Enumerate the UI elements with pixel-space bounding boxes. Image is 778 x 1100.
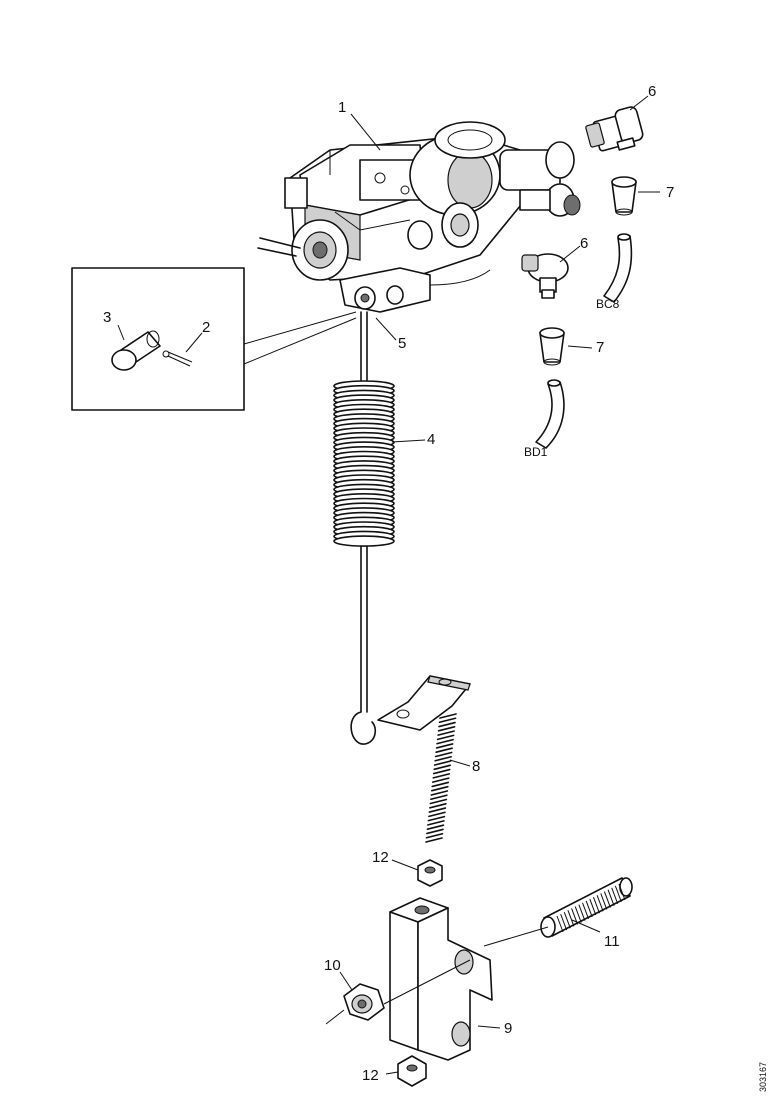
rod-thread — [432, 768, 451, 775]
rod-thread — [435, 743, 454, 749]
hose-label-bd1: BD1 — [524, 445, 548, 459]
callout-10: 10 — [324, 957, 341, 974]
adjuster-bracket — [377, 675, 471, 843]
bolt-thread — [607, 889, 615, 906]
cotter-pin — [162, 350, 193, 367]
rod-thread — [430, 790, 449, 796]
callout-labels: 1 2 3 4 5 6 6 7 7 8 9 10 11 12 12 BC8 BD… — [103, 83, 768, 1092]
rod-thread — [434, 755, 452, 762]
mounting-bracket — [389, 897, 493, 1061]
bolt-thread — [614, 885, 622, 903]
hose-bc8 — [603, 233, 633, 303]
callout-3: 3 — [103, 309, 111, 326]
valve-body-assembly — [257, 121, 581, 313]
elbow-fitting-lower — [521, 253, 569, 299]
callout-4: 4 — [427, 431, 435, 448]
callout-8: 8 — [472, 758, 480, 775]
bolt-thread — [556, 915, 564, 933]
rod-thread — [426, 824, 445, 830]
rod-thread — [438, 717, 457, 724]
callout-6-upper: 6 — [648, 83, 656, 100]
spring-coil — [333, 535, 395, 547]
bolt-thread — [563, 912, 571, 929]
bolt-thread — [603, 891, 611, 908]
callout-12-lower: 12 — [362, 1067, 379, 1084]
rod-thread — [428, 807, 447, 813]
nut-upper — [417, 859, 443, 887]
callout-1: 1 — [338, 99, 346, 116]
rod-thread — [436, 734, 455, 741]
callout-6-lower: 6 — [580, 235, 588, 252]
rod-thread — [425, 837, 443, 843]
bolt-thread — [596, 895, 604, 912]
bolt-thread — [611, 887, 619, 904]
callout-5: 5 — [398, 335, 406, 352]
rod-thread — [434, 751, 453, 758]
rod-thread — [428, 811, 446, 818]
callout-2: 2 — [202, 319, 210, 336]
bolt-thread — [582, 902, 589, 919]
cap-upper — [611, 176, 637, 216]
rod-thread — [433, 760, 452, 766]
detail-inset — [71, 267, 357, 411]
nut-side — [343, 983, 385, 1021]
rod-thread — [433, 764, 452, 771]
bolt-thread — [600, 893, 608, 910]
bolt-thread — [589, 898, 597, 916]
drawing-reference: 303167 — [758, 1062, 768, 1092]
callout-9: 9 — [504, 1020, 512, 1037]
hose-label-bc8: BC8 — [596, 297, 620, 311]
rod-thread — [429, 802, 447, 809]
bolt-thread — [567, 910, 575, 927]
threaded-bolt — [540, 877, 633, 938]
rod-thread — [430, 785, 449, 792]
hose-bd1 — [535, 379, 565, 449]
rod-thread — [430, 794, 448, 801]
rod-thread — [426, 828, 444, 835]
rod-thread — [431, 781, 450, 788]
rod-thread — [437, 726, 456, 732]
rod-thread — [438, 721, 456, 728]
spring-and-rod — [333, 311, 395, 745]
callout-12-upper: 12 — [372, 849, 389, 866]
rod-thread — [432, 773, 451, 779]
rod-thread — [435, 747, 453, 754]
rod-thread — [429, 798, 448, 805]
callout-7-lower: 7 — [596, 339, 604, 356]
bolt-thread — [578, 904, 586, 921]
rod-thread — [431, 777, 450, 783]
callout-11: 11 — [604, 933, 620, 950]
rod-thread — [427, 815, 446, 822]
bolt-thread — [593, 897, 600, 914]
rod-thread — [437, 730, 455, 736]
clevis-pin — [111, 330, 161, 371]
bolt-thread — [574, 906, 582, 923]
rod-thread — [427, 820, 445, 826]
rod-thread — [425, 832, 444, 839]
bolt-thread — [618, 883, 626, 901]
bolt-thread — [560, 913, 568, 931]
cap-lower — [539, 327, 565, 366]
leader-lines — [117, 95, 660, 1075]
callout-7-upper: 7 — [666, 184, 674, 201]
rod-thread — [436, 738, 454, 745]
nut-lower — [397, 1055, 427, 1087]
rod-thread — [439, 713, 457, 719]
bolt-thread — [585, 900, 593, 918]
elbow-fitting-upper — [585, 106, 644, 152]
